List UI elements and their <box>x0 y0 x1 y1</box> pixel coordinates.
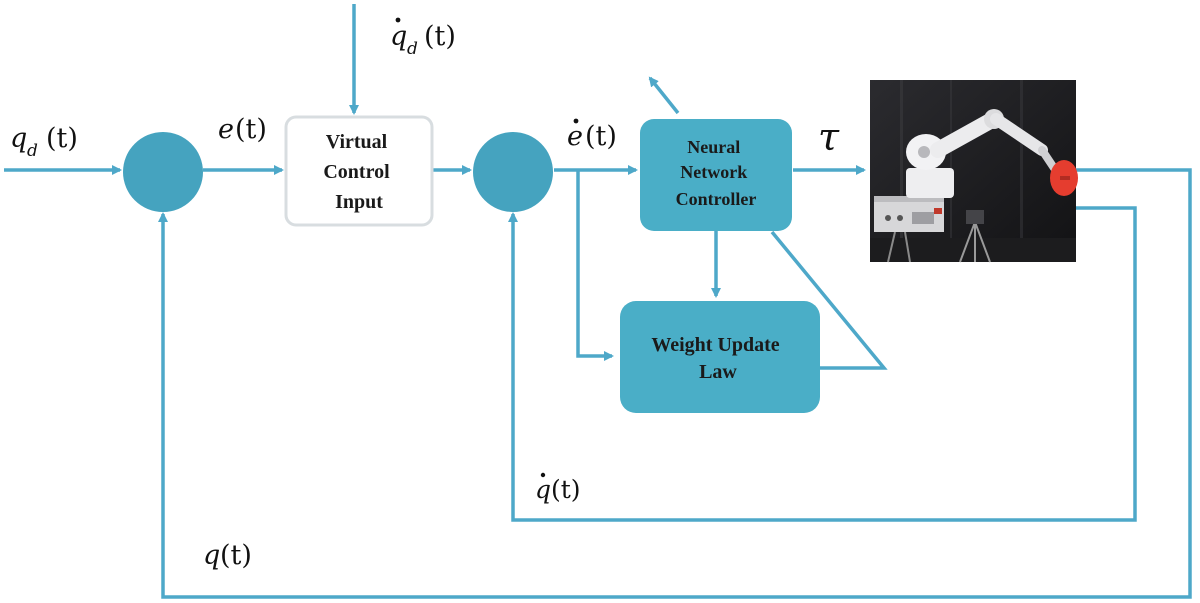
virtual-control-line-1: Virtual <box>326 131 388 153</box>
label-qd-sub: d <box>27 141 38 161</box>
svg-text:Neural Network Control: Neural Network Controller <box>676 137 757 209</box>
label-qd-dot-sub: d <box>407 39 418 59</box>
weight-update-law-block <box>620 301 820 413</box>
neural-network-controller-block <box>640 119 792 231</box>
virtual-control-line-3: Input <box>335 191 383 213</box>
summing-junction-position <box>123 132 203 212</box>
label-qd-dot-arg: (t) <box>424 21 456 52</box>
label-qd-symbol: q <box>10 123 27 154</box>
nn-line-2: Network <box>680 162 747 182</box>
label-qd-dot-symbol: q <box>390 21 407 52</box>
weight-update-line-2: Law <box>699 361 737 383</box>
label-q-dot-arg: (t) <box>551 475 581 504</box>
label-q-dot-symbol: q <box>535 475 551 504</box>
label-tau: τ <box>818 115 840 159</box>
svg-text:Virtual Control Input: Virtual Control Input <box>323 131 394 213</box>
label-q-symbol: q <box>203 540 220 571</box>
label-q: q (t) <box>203 540 252 571</box>
label-e: e (t) <box>218 114 267 145</box>
label-e-arg: (t) <box>235 114 267 145</box>
nn-line-3: Controller <box>676 189 757 209</box>
label-e-dot-arg: (t) <box>585 121 617 152</box>
label-e-dot: e (t) <box>567 118 617 152</box>
summing-junction-velocity <box>473 132 553 212</box>
label-q-arg: (t) <box>220 540 252 571</box>
virtual-control-block <box>284 115 434 227</box>
robot-arm-photo <box>870 80 1078 263</box>
label-qd: q d (t) <box>10 123 78 161</box>
q-dot-feedback-wire <box>508 206 1137 522</box>
label-qd-arg: (t) <box>46 123 78 154</box>
weight-feedback-wire <box>770 230 888 370</box>
svg-text:Weight Update Law: Weight Update Law <box>651 334 784 383</box>
nn-line-1: Neural <box>687 137 740 157</box>
q-feedback-wire <box>158 168 1192 599</box>
adaptive-arrow-wire <box>648 76 680 115</box>
label-e-dot-symbol: e <box>567 121 583 152</box>
label-qd-dot: q d (t) <box>390 17 456 59</box>
virtual-control-line-2: Control <box>323 161 390 183</box>
weight-update-line-1: Weight Update <box>651 334 779 356</box>
error-dot-branch-wire <box>576 170 614 361</box>
label-e-symbol: e <box>218 114 234 145</box>
label-q-dot: q (t) <box>535 472 581 504</box>
